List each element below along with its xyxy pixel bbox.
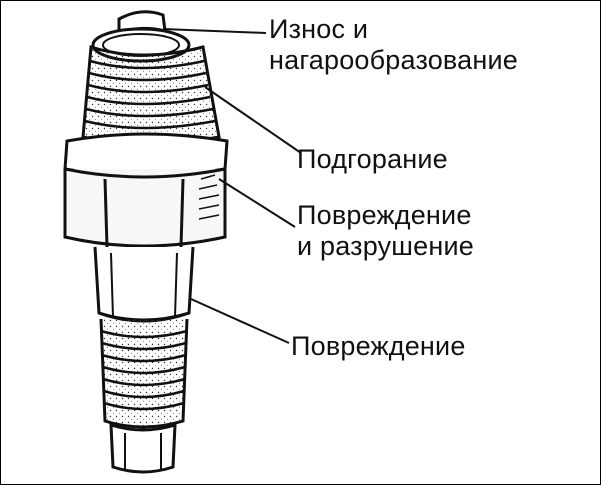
label-damage-destruction-line2: и разрушение xyxy=(297,231,474,261)
insulator-ribs xyxy=(84,59,216,130)
shell-body xyxy=(93,246,195,323)
label-damage-line1: Повреждение xyxy=(291,331,466,361)
label-wear-line1: Износ и xyxy=(269,14,369,44)
electrode-tip xyxy=(109,422,177,474)
label-burning: Подгорание xyxy=(297,144,448,175)
leader-lines xyxy=(162,28,302,344)
label-wear-and-carbon: Износ и нагарообразование xyxy=(269,14,518,76)
label-damage-and-destruction: Повреждение и разрушение xyxy=(297,200,474,262)
thread-section xyxy=(99,318,189,429)
label-burn-line1: Подгорание xyxy=(297,144,448,174)
label-damage-destruction-line1: Повреждение xyxy=(297,200,472,230)
hex-shell xyxy=(63,132,229,248)
label-damage: Повреждение xyxy=(291,331,466,362)
label-wear-line2: нагарообразование xyxy=(269,45,518,75)
